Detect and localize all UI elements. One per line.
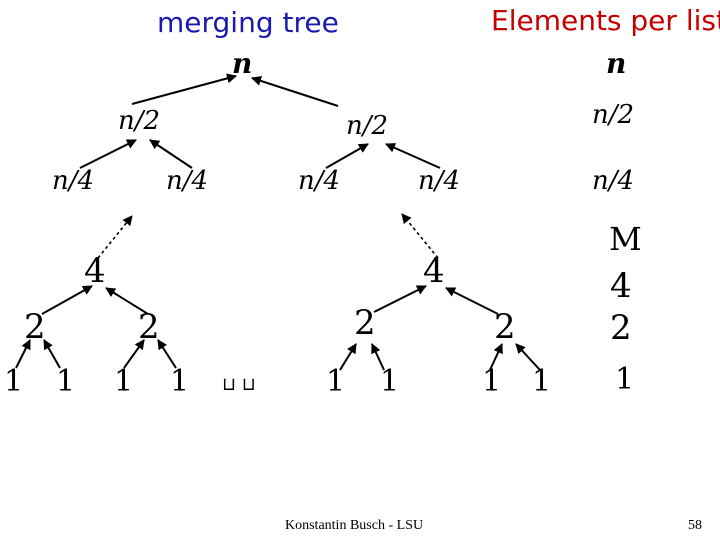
edge-2d-left: [489, 343, 503, 371]
edge-2c-right: [371, 343, 385, 371]
elements-1: 1: [615, 362, 635, 397]
tree-node-n4-2: n/4: [166, 166, 209, 196]
tree-node-2-a: 2: [24, 307, 46, 347]
elements-2: 2: [610, 308, 632, 348]
edge-4l-left: [41, 285, 93, 315]
footer-author: Konstantin Busch - LSU: [285, 518, 424, 533]
edge-2c-left: [339, 343, 357, 371]
elements-ellipsis: M: [609, 220, 642, 258]
elements-n4: n/4: [592, 166, 635, 196]
tree-node-n4-4: n/4: [418, 166, 461, 196]
tree-leaf-2: 1: [56, 364, 76, 399]
edge-n2r-right: [385, 143, 441, 169]
merging-tree-title: merging tree: [157, 6, 339, 39]
tree-leaf-8: 1: [532, 364, 552, 399]
tree-node-n2-right: n/2: [346, 111, 389, 141]
edge-4r-right: [445, 287, 499, 315]
elements-per-list-title: Elements per list: [491, 4, 720, 37]
elements-n: n: [606, 47, 627, 80]
tree-node-n2-left: n/2: [118, 106, 161, 136]
edge-n2l-left: [79, 139, 137, 169]
elements-n2: n/2: [592, 100, 635, 130]
tree-node-2-c: 2: [354, 303, 376, 343]
tree-leaf-4: 1: [170, 364, 190, 399]
page-number: 58: [688, 518, 702, 533]
tree-leaf-5: 1: [326, 364, 346, 399]
tree-leaf-1: 1: [4, 364, 24, 399]
edge-n2r-left: [325, 143, 369, 169]
tree-node-n4-3: n/4: [298, 166, 341, 196]
elements-4: 4: [610, 266, 632, 306]
tree-node-4-left: 4: [84, 251, 106, 291]
tree-root: n: [232, 47, 253, 80]
edge-2a-left: [15, 339, 31, 369]
edge-2a-right: [43, 339, 61, 369]
tree-node-2-d: 2: [494, 307, 516, 347]
edge-2b-left: [123, 339, 145, 369]
tree-leaf-7: 1: [482, 364, 502, 399]
edge-root-right: [251, 76, 339, 107]
edge-4l-right: [105, 287, 149, 315]
edge-2d-right: [515, 343, 541, 371]
tree-leaf-3: 1: [114, 364, 134, 399]
edge-root-left: [131, 73, 237, 105]
tree-node-n4-1: n/4: [52, 166, 95, 196]
tree-node-2-b: 2: [138, 307, 160, 347]
edge-n2l-right: [149, 139, 193, 169]
edge-4r-left: [373, 285, 427, 313]
tree-leaf-6: 1: [380, 364, 400, 399]
edge-2b-right: [157, 339, 177, 369]
tree-ellipsis: ⊔ ⊔: [222, 374, 256, 395]
tree-node-4-right: 4: [423, 251, 445, 291]
